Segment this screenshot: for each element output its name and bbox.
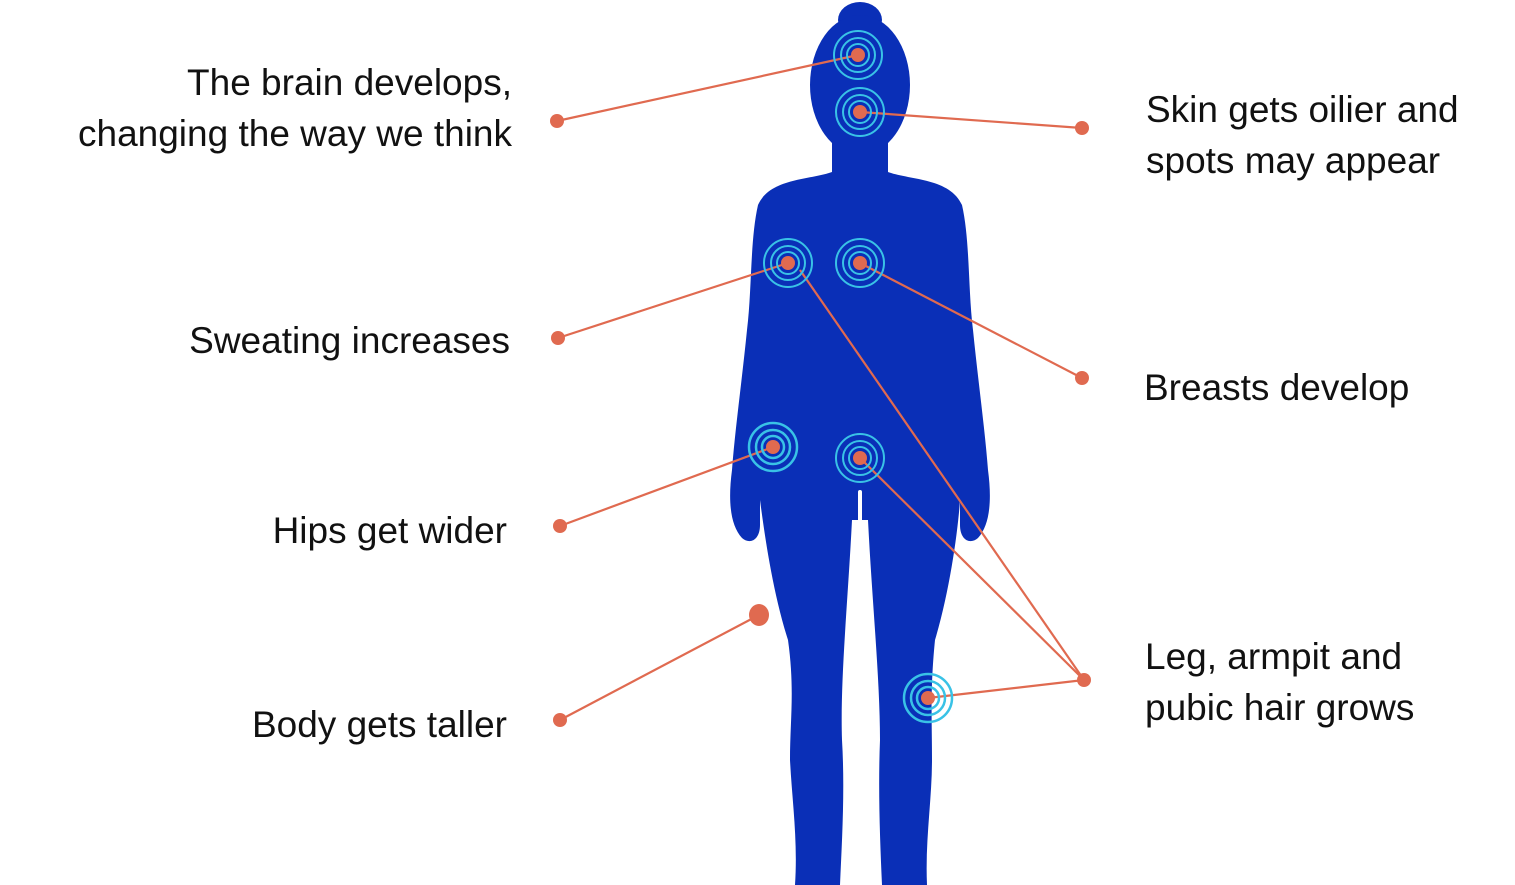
label-hair: Leg, armpit and pubic hair grows xyxy=(1145,631,1414,733)
label-brain-line-2: changing the way we think xyxy=(78,108,512,159)
end-dot-hips xyxy=(553,519,567,533)
label-taller: Body gets taller xyxy=(252,699,507,750)
dot-pubic xyxy=(853,451,867,465)
dot-skin xyxy=(853,105,867,119)
dot-breast xyxy=(853,256,867,270)
label-hair-line-2: pubic hair grows xyxy=(1145,682,1414,733)
dot-taller xyxy=(749,604,769,626)
end-dot-breasts xyxy=(1075,371,1089,385)
leg-gap-line xyxy=(858,490,862,600)
label-brain: The brain develops, changing the way we … xyxy=(78,57,512,159)
dot-brain xyxy=(851,48,865,62)
label-hair-line-1: Leg, armpit and xyxy=(1145,631,1414,682)
dot-hip xyxy=(766,440,780,454)
label-sweat: Sweating increases xyxy=(189,315,510,366)
label-hips: Hips get wider xyxy=(273,505,507,556)
label-sweat-line-1: Sweating increases xyxy=(189,315,510,366)
dot-leg xyxy=(921,691,935,705)
end-dot-sweat xyxy=(551,331,565,345)
label-hips-line-1: Hips get wider xyxy=(273,505,507,556)
taller-line xyxy=(560,615,759,720)
label-taller-line-1: Body gets taller xyxy=(252,699,507,750)
end-dot-hair xyxy=(1077,673,1091,687)
end-dot-brain xyxy=(550,114,564,128)
label-breasts-line-1: Breasts develop xyxy=(1144,362,1409,413)
head xyxy=(810,15,910,155)
label-skin: Skin gets oilier and spots may appear xyxy=(1146,84,1459,186)
dot-armpit xyxy=(781,256,795,270)
end-dot-skin xyxy=(1075,121,1089,135)
label-skin-line-1: Skin gets oilier and xyxy=(1146,84,1459,135)
label-brain-line-1: The brain develops, xyxy=(78,57,512,108)
label-skin-line-2: spots may appear xyxy=(1146,135,1459,186)
label-breasts: Breasts develop xyxy=(1144,362,1409,413)
end-dot-taller xyxy=(553,713,567,727)
